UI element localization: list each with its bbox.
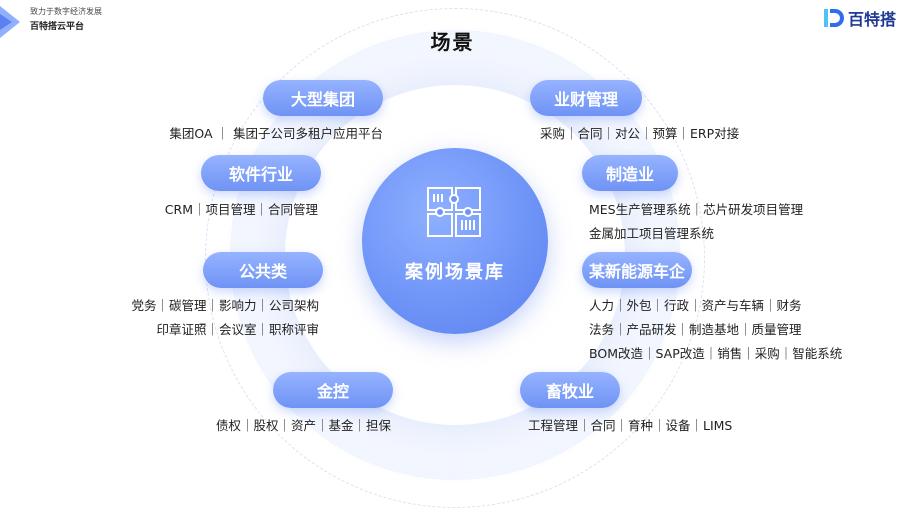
scene-pill-manufacturing[interactable]: 制造业 [582,155,678,191]
scene-pill-business-finance[interactable]: 业财管理 [530,80,642,116]
hub-label: 案例场景库 [405,262,505,283]
scene-pill-group[interactable]: 大型集团 [263,80,383,116]
platform-name: 百特搭云平台 [30,22,85,32]
scene-desc-group: 集团OA ｜ 集团子公司多租户应用平台 [169,126,383,141]
scene-pill-new-energy[interactable]: 某新能源车企 [582,252,692,288]
scene-desc-software: CRM｜项目管理｜合同管理 [164,202,318,217]
scene-pill-livestock[interactable]: 畜牧业 [520,372,620,408]
scene-desc-manufacturing: MES生产管理系统｜芯片研发项目管理 金属加工项目管理系统 [589,202,804,241]
scene-pill-finance[interactable]: 金控 [273,372,393,408]
page-title: 场景 [430,30,475,54]
scene-desc-business-finance: 采购｜合同｜对公｜预算｜ERP对接 [540,126,740,141]
case-library-hub: 案例场景库 [362,148,548,334]
brand-mark-icon [824,9,844,27]
scene-pill-software[interactable]: 软件行业 [201,155,321,191]
platform-logo-icon [0,6,20,38]
slogan: 致力于数字经济发展 [30,7,102,16]
scene-desc-public: 党务｜碳管理｜影响力｜公司架构 印章证照｜会议室｜职称评审 [131,298,319,337]
scene-pill-public[interactable]: 公共类 [203,252,323,288]
scene-desc-finance: 债权｜股权｜资产｜基金｜担保 [215,418,391,433]
brand-logo: 百特搭 [822,6,896,30]
puzzle-icon [427,187,481,237]
brand-name: 百特搭 [848,10,897,29]
scene-desc-new-energy: 人力｜外包｜行政｜资产与车辆｜财务 法务｜产品研发｜制造基地｜质量管理 BOM改… [589,298,843,361]
scene-desc-livestock: 工程管理｜合同｜育种｜设备｜LIMS [528,418,733,433]
